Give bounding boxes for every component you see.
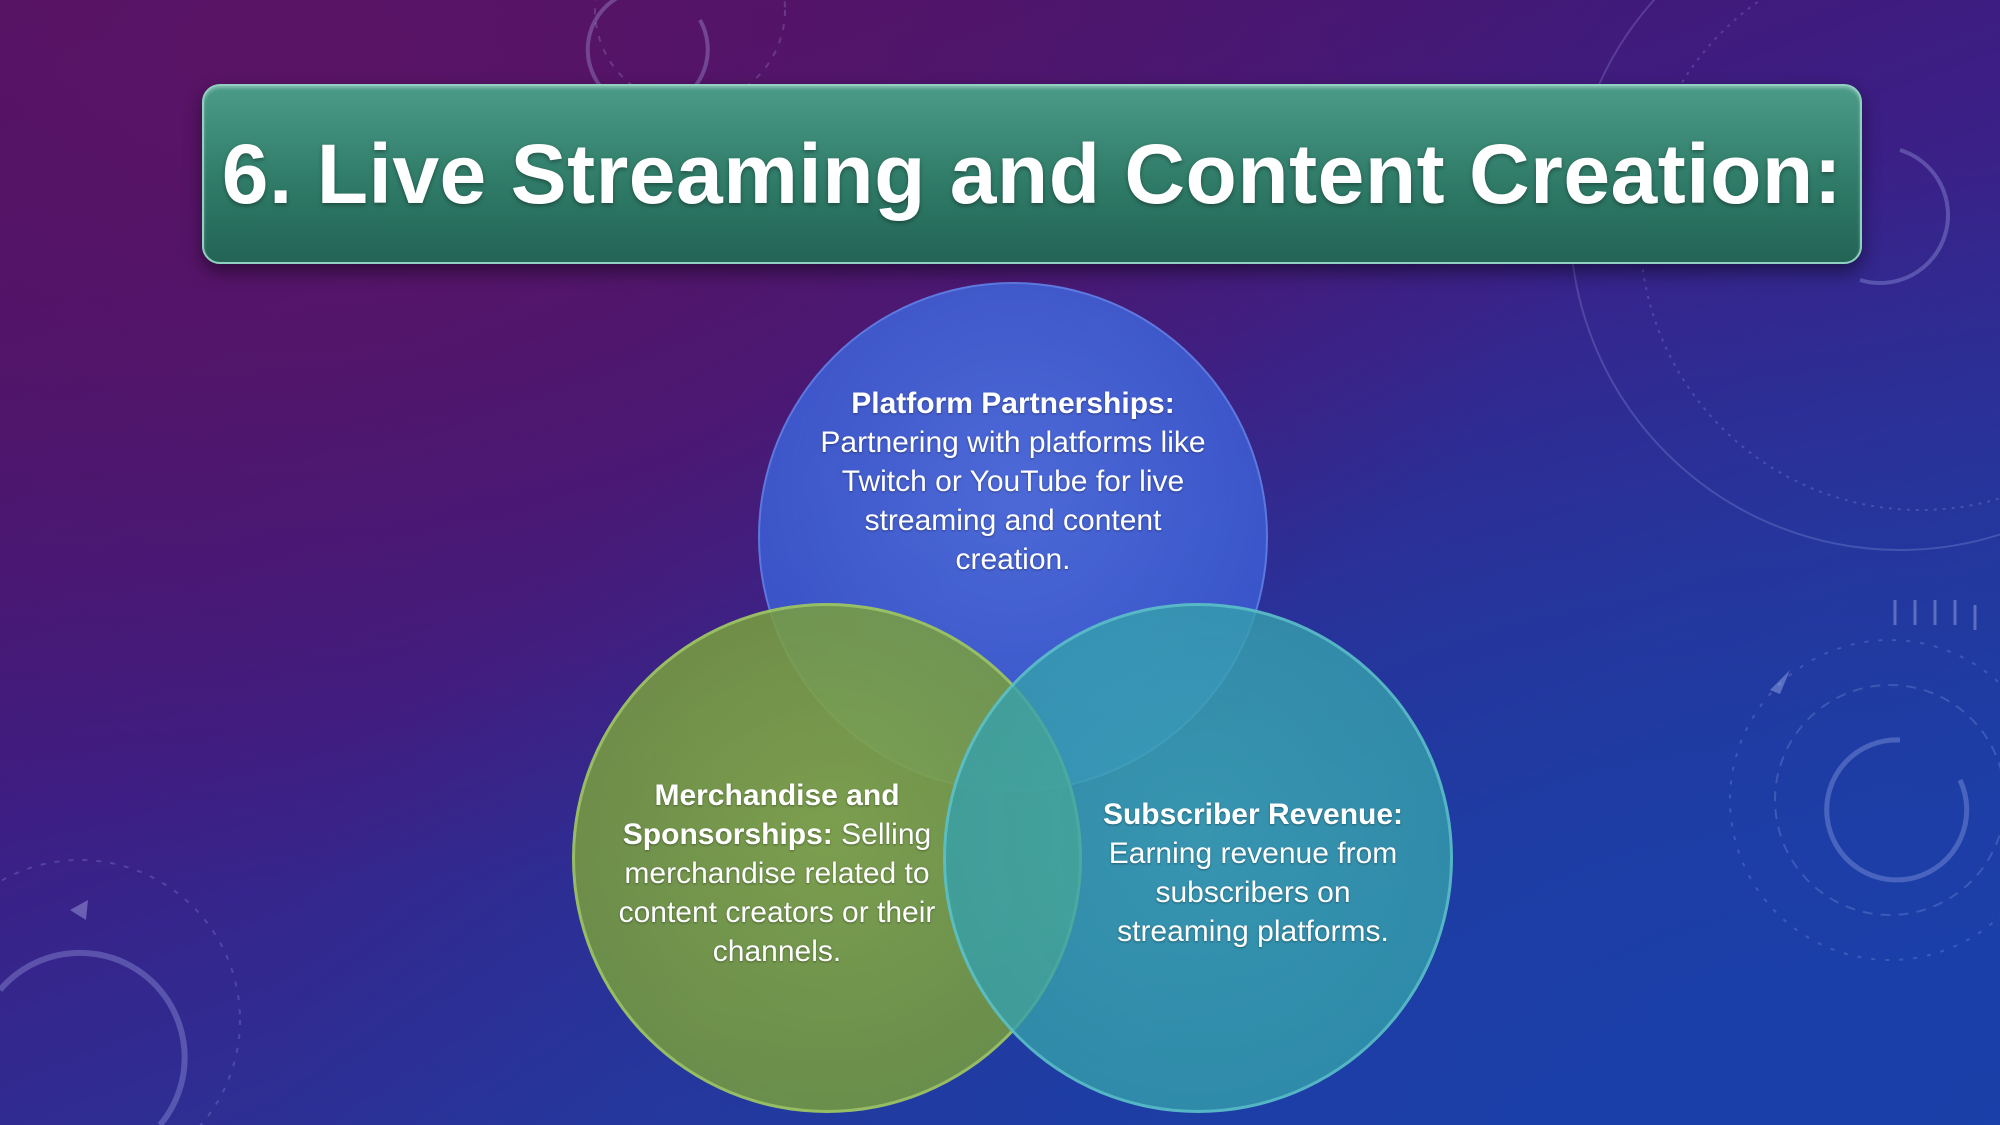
ring-dashed-icon xyxy=(0,859,241,1125)
slide-title: 6. Live Streaming and Content Creation: xyxy=(221,126,1843,221)
ring-dashed-icon xyxy=(1729,639,2000,961)
circle-text-platform-partnerships: Platform Partnerships: Partnering with p… xyxy=(813,384,1213,579)
circle-body: Earning revenue from subscribers on stre… xyxy=(1108,837,1398,948)
venn-circle-subscriber-revenue xyxy=(943,603,1453,1113)
circle-heading: Merchandise and Sponsorships: xyxy=(622,779,900,851)
circle-body: Partnering with platforms like Twitch or… xyxy=(820,426,1206,576)
ring-dial-icon xyxy=(1569,0,2000,551)
arrow-icon xyxy=(1770,670,1790,694)
arrow-icon xyxy=(70,900,88,920)
ring-arc-icon xyxy=(0,949,188,1125)
circle-text-subscriber-revenue: Subscriber Revenue: Earning revenue from… xyxy=(1098,795,1408,951)
ring-arc-icon xyxy=(1859,148,1951,286)
circle-heading: Platform Partnerships: xyxy=(851,387,1175,420)
ring-arc-icon xyxy=(1824,737,1970,883)
title-banner: 6. Live Streaming and Content Creation: xyxy=(202,84,1862,264)
circle-heading: Subscriber Revenue: xyxy=(1102,798,1404,831)
ring-dashed-icon xyxy=(1774,684,2000,916)
circle-text-merchandise-sponsorships: Merchandise and Sponsorships: Selling me… xyxy=(612,776,942,971)
circle-body: Selling merchandise related to content c… xyxy=(618,818,936,968)
